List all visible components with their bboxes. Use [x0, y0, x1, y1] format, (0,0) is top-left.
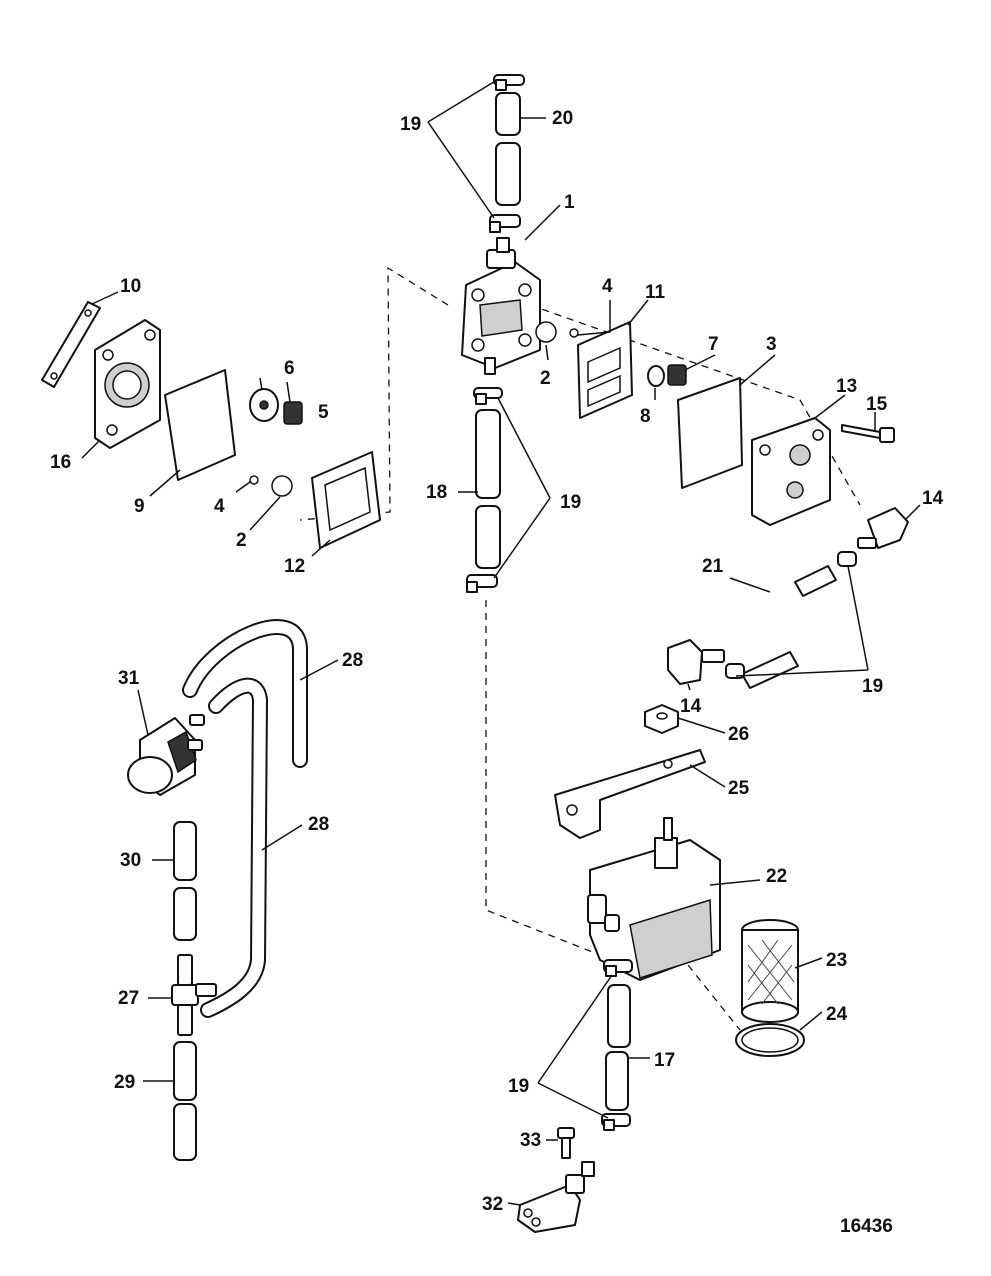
callout-24: 24: [826, 1004, 848, 1025]
callout-14: 14: [922, 488, 944, 509]
hose-18-upper: [475, 409, 501, 499]
pump-base-16: [94, 319, 161, 449]
callout-22: 22: [766, 866, 787, 887]
callout-19: 19: [862, 676, 883, 697]
callout-29: 29: [114, 1072, 135, 1093]
inline-filter-31: [127, 714, 205, 796]
gasket-11: [577, 321, 633, 419]
callout-11: 11: [645, 282, 666, 303]
plate-10: [41, 301, 101, 388]
callout-31: 31: [118, 668, 140, 689]
fuel-hose-28: [182, 619, 308, 1018]
callout-27: 27: [118, 988, 139, 1009]
diaphragm-disc-upper: [535, 321, 557, 343]
clamp: [601, 1113, 631, 1131]
callout-6: 6: [284, 358, 295, 379]
pump-cover-13: [751, 417, 831, 526]
check-valve-8: [647, 365, 665, 387]
callout-26: 26: [728, 724, 749, 745]
callout-8: 8: [640, 406, 651, 427]
callout-16: 16: [50, 452, 71, 473]
bolt-15: [841, 424, 895, 443]
callout-1: 1: [564, 192, 575, 213]
callout-19: 19: [400, 114, 421, 135]
screw-lower: [249, 475, 259, 485]
callout-7: 7: [708, 334, 719, 355]
fuel-filter-22: [587, 817, 721, 981]
hose-18-lower: [475, 505, 501, 569]
upper-hose-assembly: [489, 74, 525, 233]
o-ring-24: [735, 1023, 805, 1057]
clamp: [493, 74, 525, 91]
hose-20-upper: [495, 92, 521, 136]
callout-4: 4: [602, 276, 613, 297]
nut-26: [644, 704, 679, 734]
elbow-fitting-14-right: [857, 507, 909, 549]
callout-18: 18: [426, 482, 447, 503]
callout-2: 2: [540, 368, 551, 389]
callout-3: 3: [766, 334, 777, 355]
callout-21: 21: [702, 556, 724, 577]
clamp: [725, 663, 745, 679]
callout-33: 33: [520, 1130, 541, 1151]
callout-9: 9: [134, 496, 145, 517]
hose-30: [173, 821, 197, 941]
figure-number: 16436: [840, 1216, 893, 1237]
hose-21: [741, 565, 837, 689]
diaphragm-9: [164, 369, 236, 481]
diaphragm-disc-lower: [271, 475, 293, 497]
retainer-6: [249, 388, 279, 422]
callout-19: 19: [560, 492, 581, 513]
diaphragm-3: [677, 377, 743, 489]
callout-28: 28: [342, 650, 363, 671]
leader-lines: [81, 79, 921, 1206]
callout-20: 20: [552, 108, 573, 129]
middle-hose-assembly: [466, 387, 503, 593]
tee-fitting-27: [171, 954, 217, 1036]
callout-30: 30: [120, 850, 141, 871]
spring-5: [283, 401, 303, 425]
clamp: [473, 387, 503, 405]
callout-23: 23: [826, 950, 847, 971]
callout-28: 28: [308, 814, 329, 835]
callout-5: 5: [318, 402, 329, 423]
clamp: [837, 551, 857, 567]
screw-upper: [569, 328, 579, 338]
callout-14: 14: [680, 696, 702, 717]
filter-element-23: [741, 919, 799, 1023]
callout-17: 17: [654, 1050, 675, 1071]
callout-13: 13: [836, 376, 857, 397]
clamp: [603, 959, 633, 977]
callout-2: 2: [236, 530, 247, 551]
clamp: [489, 214, 521, 233]
bracket-25: [554, 749, 706, 839]
hose-29: [173, 1041, 197, 1161]
callout-32: 32: [482, 1194, 503, 1215]
screw-33: [557, 1127, 575, 1159]
callout-19: 19: [508, 1076, 529, 1097]
callout-4: 4: [214, 496, 225, 517]
hose-20-lower: [495, 142, 521, 206]
callout-10: 10: [120, 276, 141, 297]
fuel-pump-body: [461, 237, 541, 375]
elbow-fitting-14-lower: [667, 639, 725, 685]
spring-7: [667, 364, 687, 386]
callout-25: 25: [728, 778, 750, 799]
clamp: [466, 574, 498, 593]
callout-15: 15: [866, 394, 888, 415]
hose-17-lower: [605, 1051, 629, 1111]
hose-17-upper: [607, 984, 631, 1048]
lower-hose-assembly: [601, 959, 633, 1131]
callout-12: 12: [284, 556, 305, 577]
gasket-12: [311, 451, 381, 549]
fitting-32: [517, 1161, 595, 1233]
callouts: 19 20 1 10 4 11 2 7 3 8 13 15 6 5 16 9 4…: [50, 108, 944, 1215]
